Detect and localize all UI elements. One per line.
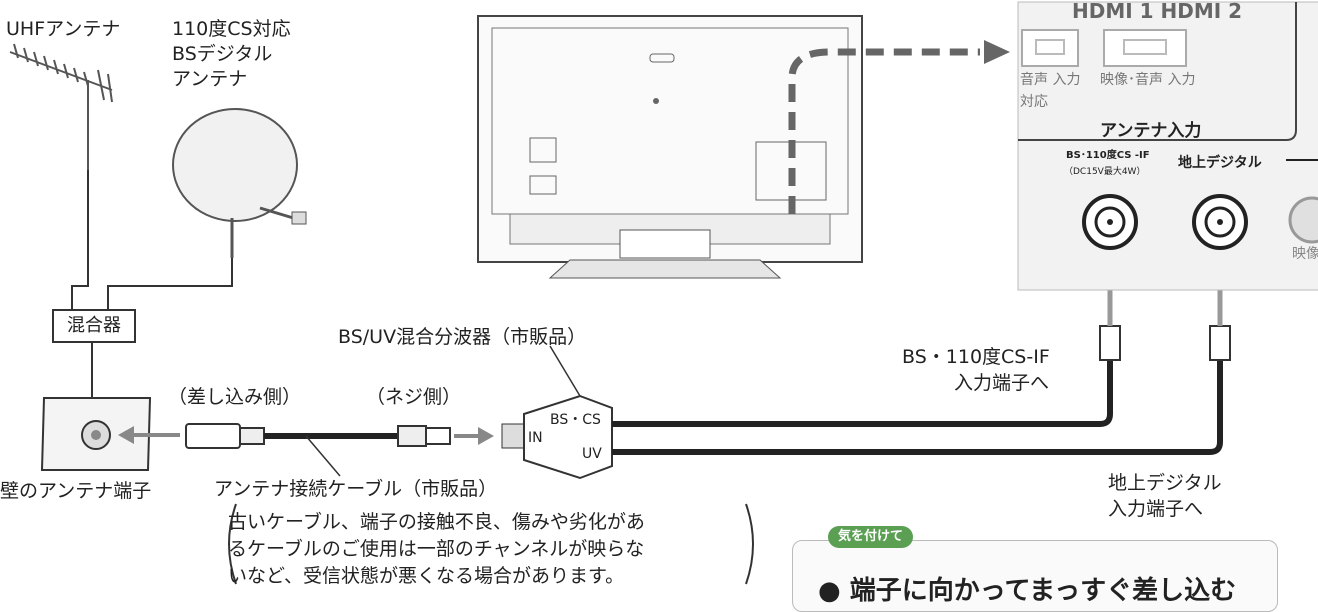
bs-uv-splitter-icon <box>501 394 613 480</box>
plug-side-label: （差し込み側） <box>168 386 302 408</box>
splitter-uv-label: UV <box>582 446 602 462</box>
to-terrestrial-label-2: 入力端子へ <box>1108 498 1204 520</box>
wall-antenna-terminal-icon <box>40 397 152 471</box>
note-line-1: 古いケーブル、端子の接触不良、傷みや劣化があ <box>228 511 645 533</box>
video-partial-label: 映像 <box>1292 246 1318 262</box>
terrestrial-port-icon <box>1192 194 1248 250</box>
mixer-box: 混合器 <box>52 309 136 343</box>
tv-back-icon <box>477 15 863 279</box>
splitter-bscs-label: BS・CS <box>550 412 601 428</box>
arrow-to-wall-icon <box>118 426 180 444</box>
to-bs-label-2: 入力端子へ <box>954 372 1050 394</box>
uhf-antenna-icon <box>9 43 113 170</box>
to-terrestrial-label-1: 地上デジタル <box>1108 472 1222 494</box>
hdmi-label: HDMI 1 HDMI 2 <box>1072 0 1243 23</box>
screw-side-label: （ネジ側） <box>366 386 462 408</box>
bs-port-label-1: BS･110度CS -IF <box>1066 150 1150 161</box>
audio-input-label: 音声 入力 <box>1020 72 1081 88</box>
splitter-label: BS/UV混合分波器（市販品） <box>338 326 587 348</box>
terminal-panel-icon <box>1017 1 1318 291</box>
bs-antenna-label-2: BSデジタル <box>172 43 273 65</box>
antenna-cable-icon <box>185 423 494 449</box>
caution-badge: 気を付けて <box>828 526 914 548</box>
uhf-antenna-label: UHFアンテナ <box>6 18 121 40</box>
connection-diagram <box>9 1 1318 585</box>
cable-note: 古いケーブル、端子の接触不良、傷みや劣化があ るケーブルのご使用は一部のチャンネ… <box>228 509 645 590</box>
bs-port-label-2: （DC15V最大4W） <box>1064 167 1146 177</box>
bs-antenna-label-3: アンテナ <box>172 68 248 90</box>
bs-dish-antenna-icon <box>172 108 307 258</box>
wall-terminal-label: 壁のアンテナ端子 <box>0 480 152 502</box>
note-line-2: るケーブルのご使用は一部のチャンネルが映らな <box>228 538 645 560</box>
compat-label: 対応 <box>1020 94 1048 110</box>
cable-label: アンテナ接続ケーブル（市販品） <box>214 478 498 500</box>
note-line-3: いなど、受信状態が悪くなる場合があります。 <box>228 565 625 587</box>
video-port-icon <box>1286 159 1318 244</box>
bs-port-icon <box>1082 194 1138 250</box>
video-audio-input-label: 映像･音声 入力 <box>1100 72 1196 88</box>
terrestrial-port-label: 地上デジタル <box>1178 155 1262 171</box>
splitter-in-label: IN <box>528 430 543 446</box>
to-bs-label-1: BS・110度CS-IF <box>902 346 1050 368</box>
antenna-input-label: アンテナ入力 <box>1100 121 1202 141</box>
caution-text: ● 端子に向かってまっすぐ差し込む <box>818 576 1237 606</box>
bs-antenna-label-1: 110度CS対応 <box>172 18 291 40</box>
